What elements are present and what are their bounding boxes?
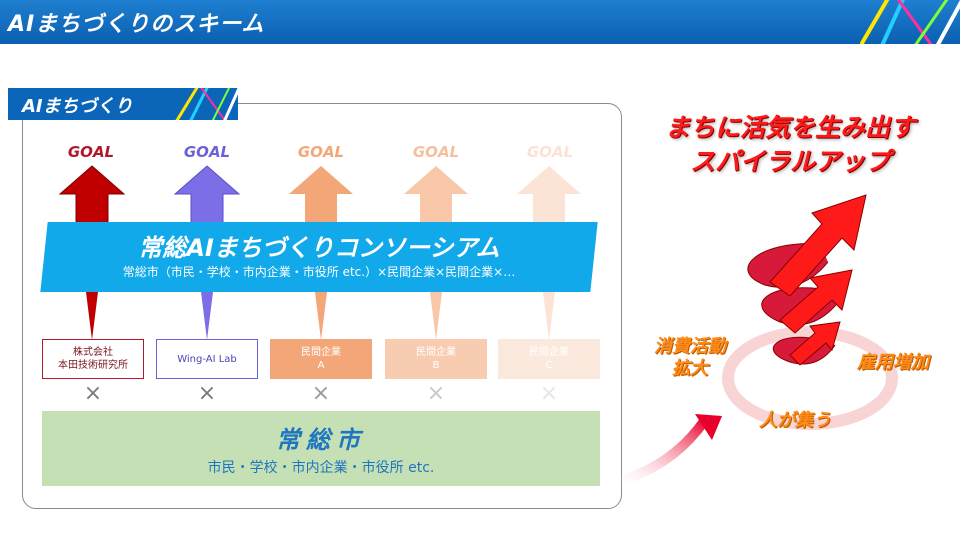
- entity-line1: 民間企業: [529, 347, 569, 358]
- spiral-swirl-middle: [761, 287, 841, 326]
- header-stripes-logo: [860, 0, 960, 44]
- entity-box-company-b: 民間企業 B: [385, 339, 487, 379]
- cross-symbol-5: ×: [539, 381, 559, 406]
- goal-label-5: GOAL: [526, 143, 574, 161]
- spiral-swirl-top: [747, 243, 829, 288]
- cross-symbol-1: ×: [83, 381, 103, 406]
- entity-line2: A: [317, 360, 325, 371]
- city-members: 市民・学校・市内企業・市役所 etc.: [207, 460, 435, 476]
- cycle-label-line2: 拡大: [672, 358, 708, 379]
- entity-line1: 民間企業: [416, 347, 456, 358]
- city-to-spiral-arrow: [606, 417, 710, 489]
- entity-line2: C: [545, 360, 553, 371]
- cross-symbol-3: ×: [311, 381, 331, 406]
- spiral-swirl-bottom: [772, 336, 836, 365]
- cycle-label-line1: 人が集う: [759, 410, 831, 431]
- section-tab: AIまちづくり: [8, 88, 238, 120]
- goal-label-2: GOAL: [183, 143, 231, 161]
- spiral-title-line1: まちに活気を生み出す: [664, 113, 915, 142]
- entity-box-wing-ai-lab: Wing-AI Lab: [156, 339, 258, 379]
- cycle-label-consumption: 消費活動 拡大: [640, 336, 740, 380]
- entity-box-honda: 株式会社本田技術研究所: [42, 339, 144, 379]
- goal-label-3: GOAL: [297, 143, 345, 161]
- goal-label-1: GOAL: [67, 143, 115, 161]
- consortium-title: 常総AIまちづくりコンソーシアム: [138, 234, 500, 262]
- entity-box-company-c: 民間企業 C: [498, 339, 600, 379]
- cross-symbol-2: ×: [197, 381, 217, 406]
- section-stripes-logo: [175, 88, 238, 120]
- page-title: AIまちづくりのスキーム: [8, 12, 265, 37]
- cross-symbol-4: ×: [426, 381, 446, 406]
- city-box: [42, 411, 600, 486]
- goal-label-4: GOAL: [412, 143, 460, 161]
- entity-line2: B: [432, 360, 440, 371]
- entity-line1: 民間企業: [301, 347, 341, 358]
- entity-box-company-a: 民間企業 A: [270, 339, 372, 379]
- cycle-label-line1: 消費活動: [654, 336, 726, 357]
- section-tab-label: AIまちづくり: [22, 96, 133, 117]
- spiral-title-line2: スパイラルアップ: [689, 147, 890, 176]
- spiral-arrow-large: [769, 194, 867, 297]
- city-name: 常総市: [276, 426, 366, 454]
- entity-line2: 本田技術研究所: [58, 360, 128, 371]
- header-bar: AIまちづくりのスキーム: [0, 0, 960, 44]
- cycle-label-line1: 雇用増加: [857, 352, 929, 373]
- city-to-spiral-arrowhead: [695, 414, 722, 440]
- cycle-label-employment: 雇用増加: [838, 352, 948, 374]
- consortium-subtitle: 常総市（市民・学校・市内企業・市役所 etc.）×民間企業×民間企業×…: [122, 265, 516, 279]
- entity-line1: Wing-AI Lab: [177, 353, 237, 365]
- cycle-label-people-gather: 人が集う: [745, 410, 845, 432]
- entity-line1: 株式会社: [73, 347, 113, 358]
- spiral-arrow-medium: [779, 269, 853, 334]
- spiral-arrow-small: [789, 321, 841, 366]
